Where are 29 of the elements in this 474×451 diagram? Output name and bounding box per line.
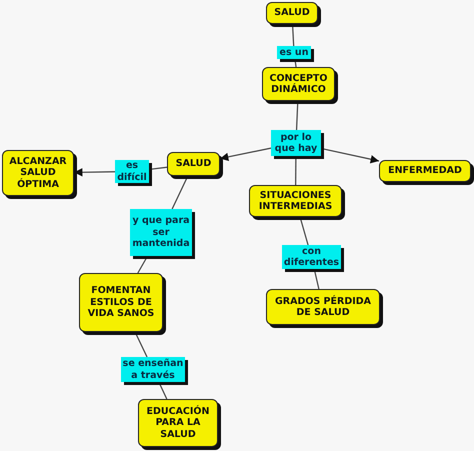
arrow [220,148,272,161]
concept-label: EDUCACIÓN PARA LA SALUD [146,406,210,440]
concept-box [266,289,380,325]
concept-label: SALUD [176,158,212,170]
concept-box [167,152,220,176]
concept-box [379,160,471,182]
linking-phrase: y que para ser mantenida [131,215,191,250]
linking-phrase-box [130,209,192,256]
concept-box [249,185,342,217]
concept-label: GRADOS PÉRDIDA DE SALUD [274,296,372,318]
linking-phrase: es un [280,46,308,58]
concept-box [266,2,318,24]
linking-phrase: se enseñan a través [122,358,184,381]
concept-box [138,399,218,447]
concept-label: SALUD [274,7,310,19]
linking-phrase-box [277,46,311,59]
concept-box [79,273,163,332]
concept-label: ENFERMEDAD [388,165,462,177]
concept-box [262,67,335,101]
concept-label: SITUACIONES INTERMEDIAS [258,190,334,212]
linking-phrase: con diferentes [283,246,340,268]
concept-label: CONCEPTO DINÁMICO [268,72,328,96]
connector-line [295,156,296,185]
linking-phrase: por lo que hay [274,132,318,154]
arrow [74,168,116,176]
concept-box [2,150,74,196]
concept-label: ALCANZAR SALUD ÓPTIMA [8,156,68,190]
concept-label: FOMENTAN ESTILOS DE VIDA SANOS [86,285,156,320]
linking-phrase: es difícil [116,160,148,183]
